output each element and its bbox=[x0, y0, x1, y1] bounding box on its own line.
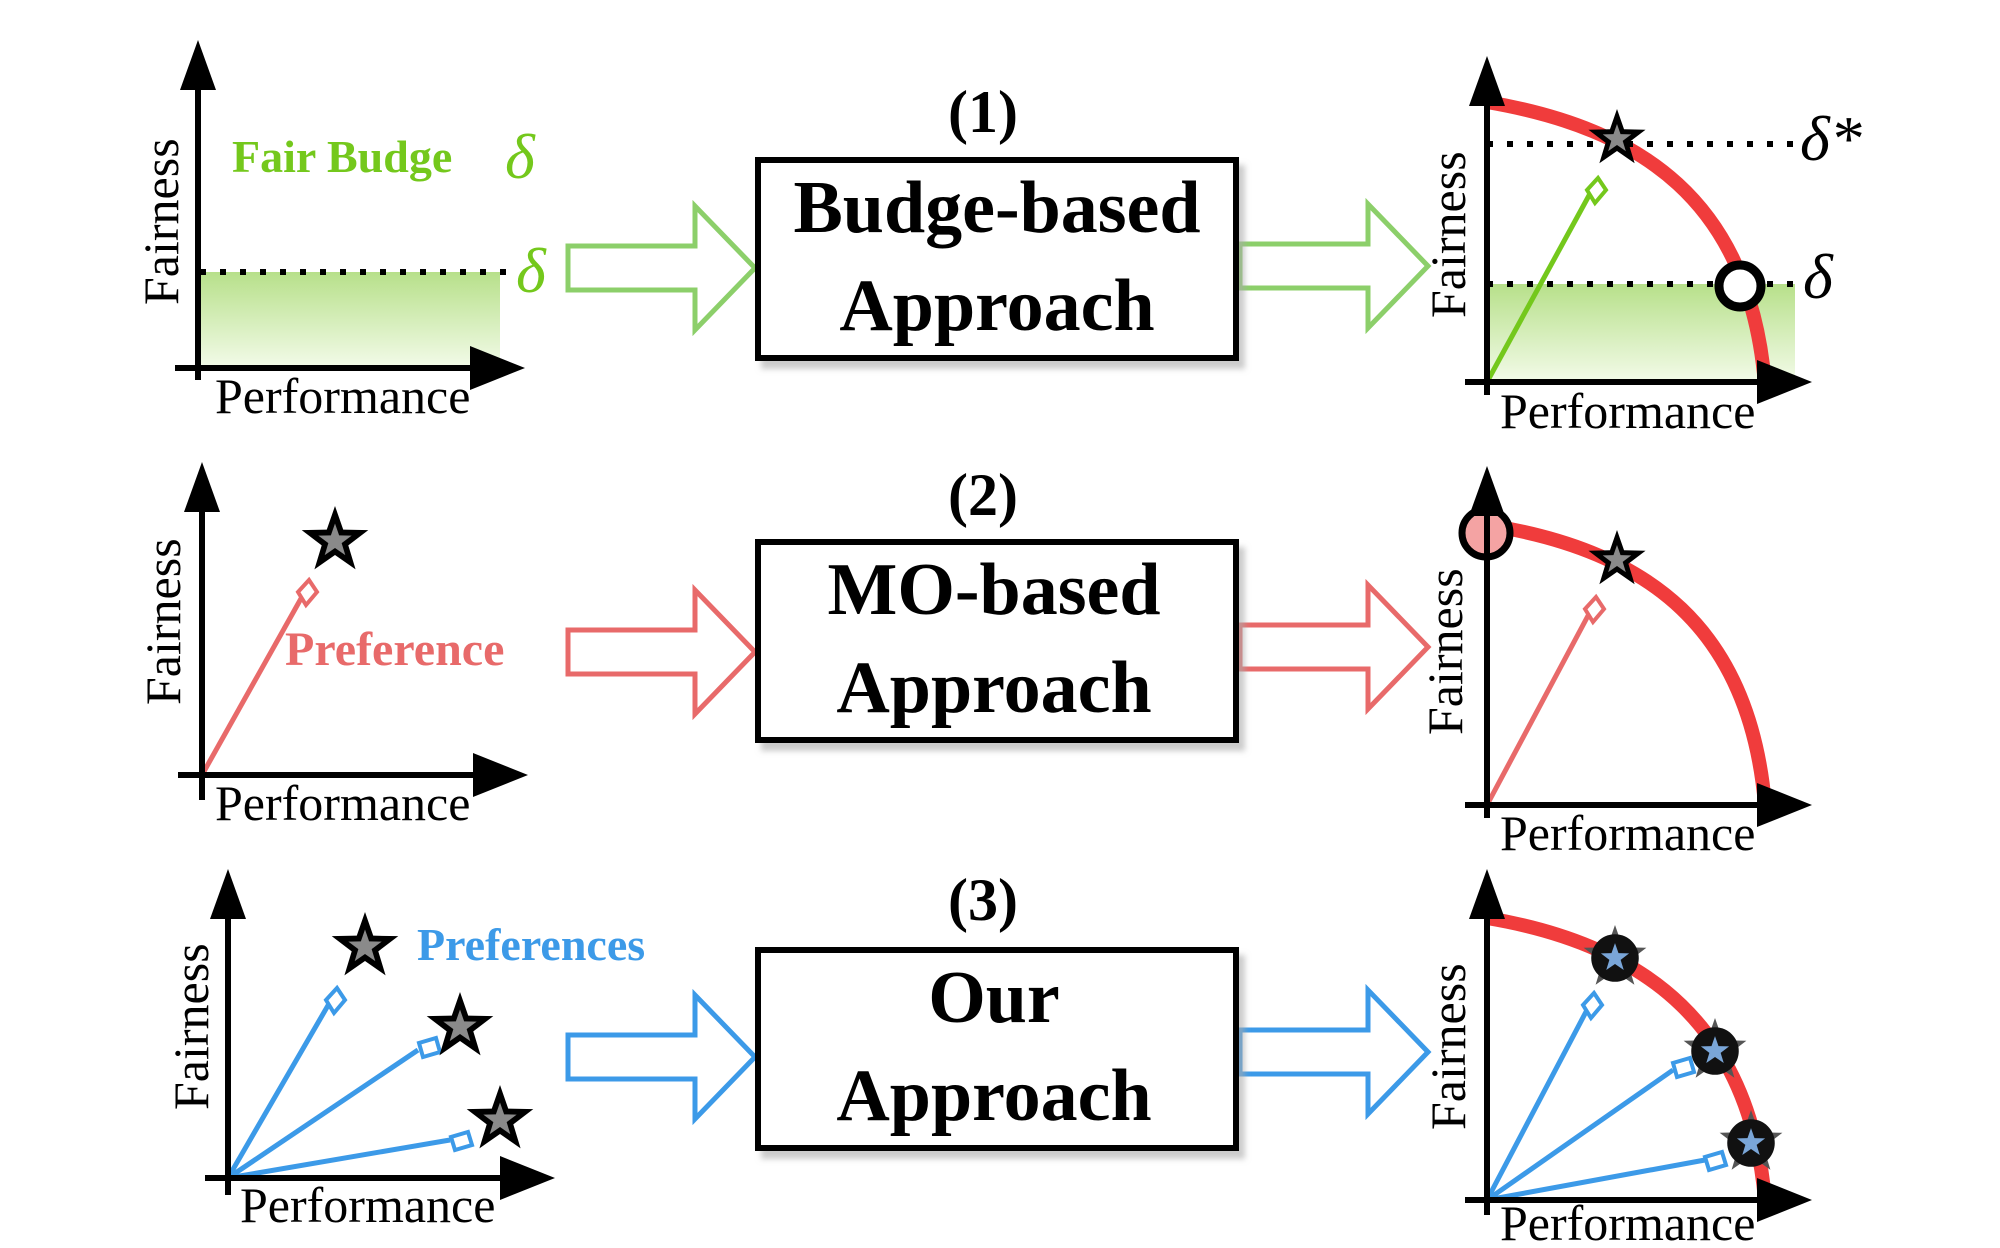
pareto-front bbox=[1485, 95, 1772, 386]
row3-right-arrow bbox=[1237, 983, 1432, 1121]
budget-delta-label: δ bbox=[516, 235, 547, 306]
box-title-line1: Budge-based bbox=[793, 167, 1200, 249]
step-number: (3) bbox=[948, 867, 1018, 933]
box-title-line2: Approach bbox=[836, 647, 1151, 729]
row2-input-plot: Performance Fairness Preference bbox=[135, 462, 528, 831]
preference-line bbox=[1484, 610, 1593, 807]
y-axis-label: Fairness bbox=[1420, 151, 1476, 318]
preference-diamond-3 bbox=[1702, 1149, 1729, 1173]
row1-right-arrow bbox=[1237, 197, 1432, 335]
opt-delta-label: δ* bbox=[1800, 103, 1862, 174]
x-axis-arrow bbox=[1757, 1178, 1812, 1222]
fair-budge-label: Fair Budge bbox=[232, 131, 452, 182]
y-axis-label: Fairness bbox=[135, 538, 191, 705]
preference-diamond-1 bbox=[1580, 989, 1605, 1022]
preference-star bbox=[301, 506, 369, 570]
row-1: Performance Fairness Fair Budge δ δ (1) … bbox=[133, 40, 1862, 439]
x-axis-arrow bbox=[473, 753, 528, 797]
x-axis-label: Performance bbox=[1500, 1195, 1755, 1248]
y-axis-label: Fairness bbox=[133, 138, 189, 305]
input-delta-label: δ bbox=[505, 121, 536, 192]
row3-input-plot: Performance Fairness Preferences bbox=[163, 869, 645, 1233]
y-axis-label: Fairness bbox=[1417, 568, 1473, 735]
approach-box bbox=[755, 947, 1239, 1151]
y-axis-arrow bbox=[1469, 869, 1505, 919]
preference-line-2 bbox=[1485, 1067, 1675, 1203]
preference-diamond-3 bbox=[448, 1129, 475, 1153]
row3-output-plot: Performance Fairness bbox=[1420, 869, 1812, 1248]
y-axis-arrow bbox=[210, 869, 246, 919]
step-number: (2) bbox=[948, 462, 1018, 528]
box-title-line1: MO-based bbox=[828, 549, 1161, 631]
box-title-line2: Approach bbox=[839, 265, 1154, 347]
preference-line-1 bbox=[225, 1000, 333, 1180]
box-title-line2: Approach bbox=[836, 1055, 1151, 1137]
y-axis-arrow bbox=[1469, 56, 1505, 106]
x-axis-label: Performance bbox=[1500, 805, 1755, 861]
preference-star-1 bbox=[331, 912, 399, 976]
preference-diamond bbox=[295, 576, 320, 609]
x-axis-arrow bbox=[1757, 783, 1812, 827]
x-axis-arrow bbox=[470, 346, 525, 390]
row3-left-arrow bbox=[565, 988, 759, 1126]
box-title-line1: Our bbox=[928, 957, 1060, 1039]
row1-left-arrow bbox=[565, 199, 759, 337]
y-axis-arrow bbox=[1469, 466, 1505, 516]
x-axis-label: Performance bbox=[215, 775, 470, 831]
preference-line-2 bbox=[226, 1047, 420, 1181]
solution-star-3 bbox=[1719, 1110, 1783, 1170]
fair-budget-region bbox=[200, 272, 500, 368]
preference-diamond-1 bbox=[323, 984, 348, 1017]
row2-output-plot: Performance Fairness bbox=[1417, 466, 1812, 861]
approach-box bbox=[755, 539, 1239, 743]
preference-diamond bbox=[1584, 174, 1609, 207]
preference-line-1 bbox=[1484, 1006, 1591, 1202]
x-axis-arrow bbox=[500, 1156, 555, 1200]
row1-input-plot: Performance Fairness Fair Budge δ δ bbox=[133, 40, 547, 424]
x-axis-label: Performance bbox=[1500, 383, 1755, 439]
preference-line-3 bbox=[227, 1137, 451, 1181]
pareto-front bbox=[1485, 518, 1772, 806]
preference-diamond-2 bbox=[1670, 1055, 1697, 1080]
approach-box bbox=[755, 157, 1239, 361]
row2-left-arrow bbox=[565, 583, 759, 721]
threshold-solution-circle bbox=[1714, 260, 1766, 312]
preferences-label: Preferences bbox=[417, 919, 645, 970]
row-2: Performance Fairness Preference (2) MO-b… bbox=[135, 462, 1812, 861]
y-axis-arrow bbox=[184, 462, 220, 512]
preference-diamond-2 bbox=[416, 1035, 443, 1060]
y-axis-label: Fairness bbox=[163, 943, 219, 1110]
row-3: Performance Fairness Preferences (3) Our… bbox=[163, 867, 1812, 1248]
y-axis-label: Fairness bbox=[1420, 963, 1476, 1130]
x-axis-label: Performance bbox=[240, 1177, 495, 1233]
preference-line-3 bbox=[1486, 1157, 1706, 1203]
x-axis-label: Performance bbox=[215, 368, 470, 424]
preference-line bbox=[1484, 188, 1595, 384]
step-number: (1) bbox=[948, 79, 1018, 145]
preference-star-3 bbox=[466, 1085, 534, 1149]
y-axis-arrow bbox=[180, 40, 216, 90]
threshold-delta-label: δ bbox=[1803, 241, 1834, 312]
preference-label: Preference bbox=[285, 623, 504, 676]
preference-diamond bbox=[1582, 593, 1607, 626]
row1-output-plot: Performance Fairness δ* δ bbox=[1420, 56, 1862, 439]
preference-line bbox=[199, 593, 306, 777]
row2-right-arrow bbox=[1237, 578, 1432, 716]
x-axis-arrow bbox=[1757, 360, 1812, 404]
